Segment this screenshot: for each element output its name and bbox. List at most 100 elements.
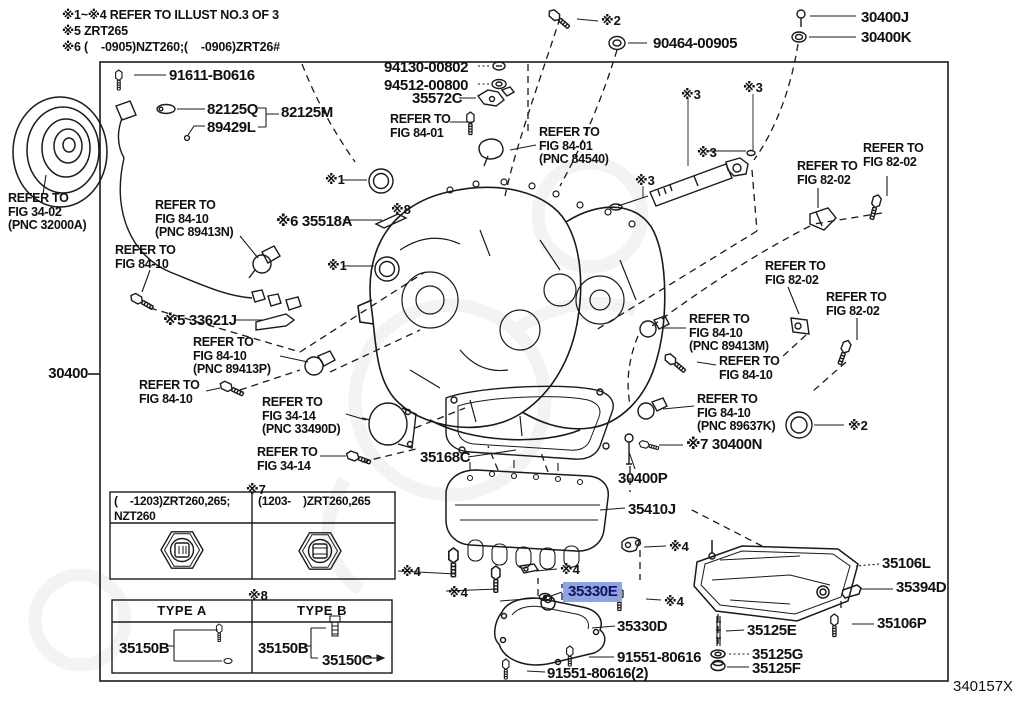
watermark (28, 156, 649, 672)
refer-fig-84-10-89637K-line-2: FIG 84-10 (697, 405, 751, 420)
part-label-94512-00800: 94512-00800 (384, 77, 469, 94)
refer-fig-84-10-left-line-1: REFER TO (115, 243, 176, 257)
part-label-35125F: 35125F (752, 660, 801, 677)
bracket-82-02 (809, 207, 837, 231)
note-zrt265: ※5 ZRT265 (62, 24, 128, 38)
refer-fig-34-02-line-1: REFER TO (8, 191, 69, 205)
refer-fig-34-14-33490D-line-2: FIG 34-14 (262, 408, 316, 423)
refer-fig-34-14-line-2: FIG 34-14 (257, 458, 311, 473)
refer-fig-34-02-line-2: FIG 34-02 (8, 204, 62, 219)
sensor-89413N (248, 245, 281, 279)
marker-3-c: ※3 (697, 145, 717, 160)
refer-fig-34-02-line-3: (PNC 32000A) (8, 218, 87, 232)
marker-1-lower: ※1 (327, 258, 347, 273)
stud-35125E (716, 616, 721, 646)
part-label-35168C: 35168C (420, 449, 471, 466)
refer-fig-84-01-84540-line-2: FIG 84-01 (539, 138, 593, 153)
marker-8-table: ※8 (248, 588, 268, 603)
marker-7-table: ※7 (246, 482, 266, 497)
plate-35518A (374, 213, 408, 229)
oil-pan (693, 540, 862, 672)
part-label-82125Q: 82125Q (207, 101, 258, 118)
table8-header-type-a: TYPE A (157, 603, 207, 618)
gasket-35168C (445, 385, 614, 460)
refer-fig-84-10-89413N-line-2: FIG 84-10 (155, 211, 209, 226)
marker-8-seal: ※8 (391, 202, 411, 217)
magnet-35394D (841, 584, 862, 599)
refer-fig-82-02-d-line-1: REFER TO (826, 290, 887, 304)
sensor-89637K (650, 397, 668, 412)
part-label-35518A: ※6 35518A (276, 213, 353, 230)
refer-fig-84-10-89413P-line-3: (PNC 89413P) (193, 362, 271, 376)
input-shaft (609, 94, 756, 211)
table-8 (111, 599, 393, 674)
refer-fig-82-02-b-line-1: REFER TO (863, 141, 924, 155)
refer-fig-84-01-line-1: REFER TO (390, 112, 451, 126)
refer-fig-82-02-a-line-2: FIG 82-02 (797, 172, 851, 187)
plate-33621J (255, 313, 296, 331)
torque-converter (12, 96, 108, 208)
refer-fig-84-10-left-line-2: FIG 84-10 (115, 256, 169, 271)
part-label-35106P: 35106P (877, 615, 927, 632)
table7-cell-right: (1203- )ZRT260,265 (258, 494, 371, 508)
part-label-30400P: 30400P (618, 470, 668, 487)
part-label-35410J: 35410J (628, 501, 676, 518)
part-label-35125E: 35125E (747, 622, 797, 639)
part-label-35394D: 35394D (896, 579, 947, 596)
refer-fig-84-10-89413P-line-2: FIG 84-10 (193, 348, 247, 363)
part-label-91611-B0616: 91611-B0616 (169, 67, 255, 84)
part-label-94130-00802: 94130-00802 (384, 59, 469, 76)
refer-fig-84-01-84540-line-3: (PNC 84540) (539, 152, 609, 166)
refer-fig-34-14-line-1: REFER TO (257, 445, 318, 459)
part-label-30400J: 30400J (861, 9, 909, 26)
refer-fig-84-10-89637K-line-3: (PNC 89637K) (697, 419, 776, 433)
part-label-30400N: ※7 30400N (686, 436, 763, 453)
table-7 (109, 491, 396, 580)
note-nzt260: ※6 ( -0905)NZT260;( -0906)ZRT26# (62, 40, 280, 54)
marker-3-d: ※3 (635, 173, 655, 188)
transmission-case (357, 178, 666, 441)
part-label-91551-80616-2: 91551-80616(2) (547, 665, 649, 682)
leader-lines (134, 15, 893, 673)
note-illust-ref: ※1~※4 REFER TO ILLUST NO.3 OF 3 (62, 8, 279, 22)
part-label-35106L: 35106L (882, 555, 931, 572)
part-label-35572C: 35572C (412, 90, 463, 107)
refer-fig-84-10-lower-left-line-1: REFER TO (139, 378, 200, 392)
refer-fig-82-02-b-line-2: FIG 82-02 (863, 154, 917, 169)
refer-fig-84-10-right-line-2: FIG 84-10 (719, 367, 773, 382)
drawing-code: 340157X (953, 678, 1014, 695)
table8-header-type-b: TYPE B (297, 603, 347, 618)
marker-4-e: ※4 (664, 594, 684, 609)
marker-3-b: ※3 (743, 80, 763, 95)
dashed-lines (149, 17, 883, 644)
table7-cell-left-line1: ( -1203)ZRT260,265; (114, 494, 231, 508)
part-label-35150B-typeA: 35150B (119, 640, 170, 657)
marker-2-right: ※2 (848, 418, 868, 433)
marker-2-top: ※2 (601, 13, 621, 28)
refer-fig-82-02-c-line-2: FIG 82-02 (765, 272, 819, 287)
refer-fig-84-10-89413N-line-1: REFER TO (155, 198, 216, 212)
part-label-35150B-typeB: 35150B (258, 640, 309, 657)
sensor-89413M (652, 315, 670, 330)
marker-1-upper: ※1 (325, 172, 345, 187)
part-label-35330E-highlighted[interactable]: 35330E (563, 582, 623, 602)
refer-fig-82-02-a-line-1: REFER TO (797, 159, 858, 173)
part-label-30400K: 30400K (861, 29, 912, 46)
marker-4-b: ※4 (448, 585, 468, 600)
hex-plug-left (160, 531, 204, 569)
sensor-89413P (316, 350, 336, 367)
sensor-harness-82125 (115, 100, 302, 311)
refer-fig-34-14-33490D-line-3: (PNC 33490D) (262, 422, 341, 436)
refer-fig-84-10-lower-left-line-2: FIG 84-10 (139, 391, 193, 406)
